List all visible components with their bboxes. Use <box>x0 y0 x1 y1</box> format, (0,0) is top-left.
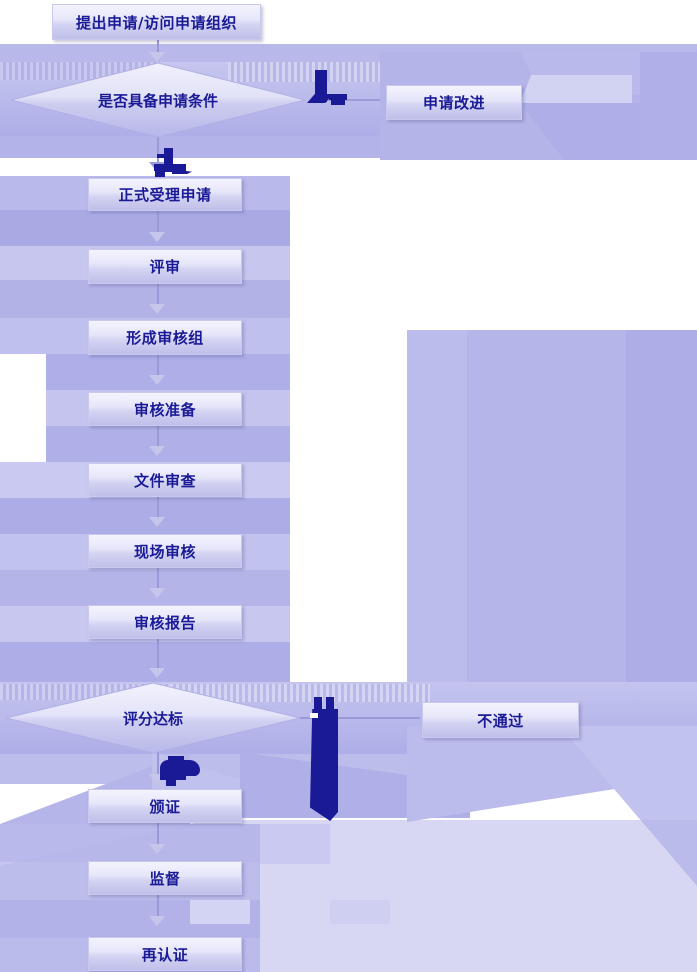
node-form-audit-team[interactable]: 形成审核组 <box>88 320 242 355</box>
node-submit-application[interactable]: 提出申请/访问申请组织 <box>52 4 261 40</box>
node-label: 文件审查 <box>133 471 196 490</box>
ghost-wing <box>407 726 697 822</box>
node-formal-acceptance[interactable]: 正式受理申请 <box>88 178 242 211</box>
ghost-row <box>0 570 290 606</box>
node-label: 再认证 <box>141 945 189 964</box>
ghost-row <box>0 824 260 862</box>
ghost-plateau <box>520 52 640 94</box>
ghost-row <box>0 210 290 246</box>
node-label: 评审 <box>149 258 181 276</box>
ghost-plateau <box>520 103 697 160</box>
ghost-row <box>0 426 290 462</box>
node-request-improvement[interactable]: 申请改进 <box>386 85 522 120</box>
ghost-row <box>0 354 290 390</box>
diamond-shape <box>5 682 301 754</box>
ghost-plateau <box>640 52 697 160</box>
ghost-plateau <box>520 75 632 103</box>
node-audit-report[interactable]: 审核报告 <box>88 605 242 639</box>
diamond-shape <box>10 62 306 138</box>
ghost-void <box>190 900 250 924</box>
node-label: 监督 <box>149 869 181 888</box>
ghost-band <box>0 136 697 158</box>
node-label: 现场审核 <box>133 542 196 561</box>
ghost-void <box>290 354 407 726</box>
ghost-wing <box>560 726 697 886</box>
ghost-slab <box>407 330 697 726</box>
node-document-review[interactable]: 文件审查 <box>88 463 242 497</box>
ghost-slab <box>407 330 467 726</box>
node-onsite-audit[interactable]: 现场审核 <box>88 534 242 568</box>
node-label: 是否具备申请条件 <box>97 91 218 110</box>
node-label: 申请改进 <box>422 94 485 112</box>
node-issue-certificate[interactable]: 颁证 <box>88 789 242 823</box>
ghost-void <box>260 824 330 864</box>
ghost-row <box>0 280 290 318</box>
node-score-pass-decision[interactable]: 评分达标 <box>5 682 301 754</box>
node-audit-preparation[interactable]: 审核准备 <box>88 392 242 426</box>
ghost-slab <box>626 330 697 726</box>
node-supervision[interactable]: 监督 <box>88 861 242 895</box>
node-recertification[interactable]: 再认证 <box>88 937 242 971</box>
node-label: 不通过 <box>477 711 524 730</box>
node-label: 审核报告 <box>133 613 196 632</box>
ghost-row <box>0 642 290 682</box>
ghost-wing <box>240 752 470 818</box>
node-label: 提出申请/访问申请组织 <box>76 13 237 32</box>
node-not-passed[interactable]: 不通过 <box>422 702 579 738</box>
node-review[interactable]: 评审 <box>88 249 242 284</box>
node-label: 正式受理申请 <box>118 186 212 204</box>
node-label: 审核准备 <box>133 400 196 419</box>
ghost-row <box>0 498 290 534</box>
ghost-band <box>0 44 697 62</box>
ghost-row <box>0 900 260 938</box>
ghost-void <box>0 354 46 462</box>
node-label: 颁证 <box>149 797 181 816</box>
node-eligibility-decision[interactable]: 是否具备申请条件 <box>10 62 306 138</box>
ghost-band <box>0 754 697 784</box>
ghost-void <box>330 900 390 924</box>
node-label: 评分达标 <box>122 709 183 728</box>
node-label: 形成审核组 <box>126 329 204 347</box>
